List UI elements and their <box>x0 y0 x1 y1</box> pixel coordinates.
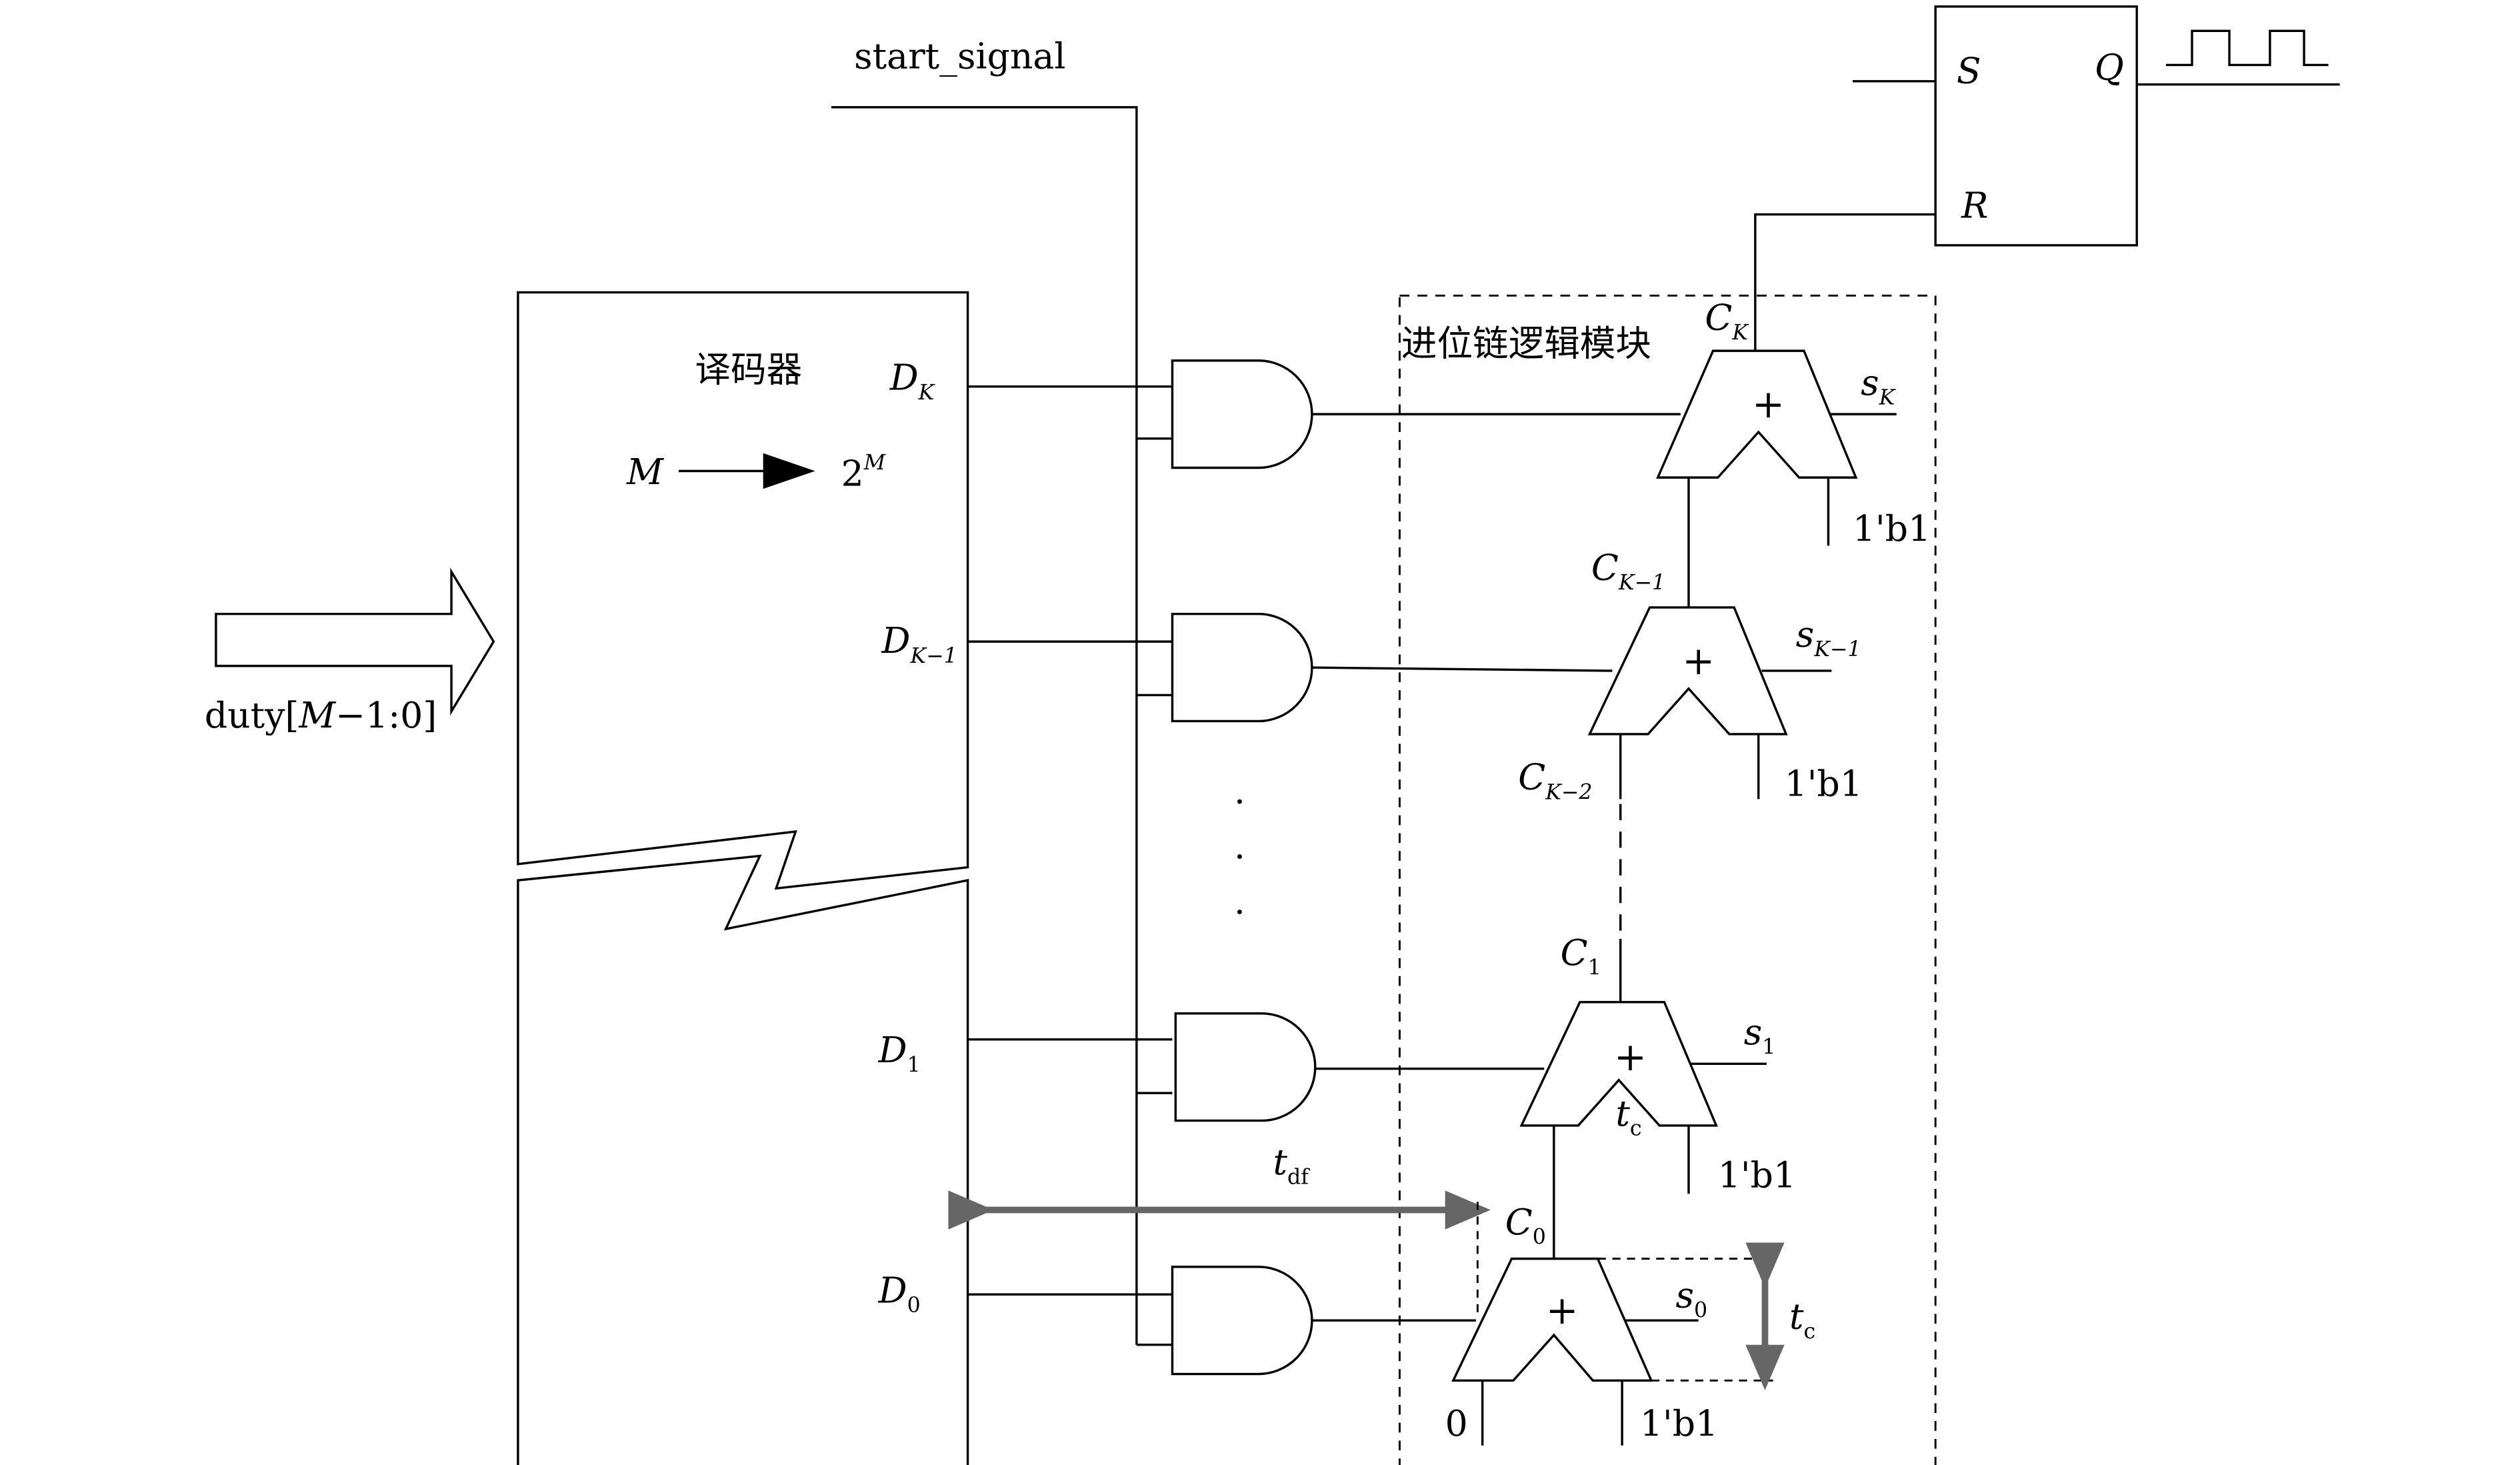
const-input-wires <box>1621 477 1830 1446</box>
adder-k <box>1656 349 1858 479</box>
and-gate-k-1 <box>1171 612 1313 723</box>
start-signal-label: start_signal <box>854 35 1065 77</box>
input-bus-arrow <box>215 567 495 715</box>
decoder-map-arrowhead <box>763 453 815 489</box>
and-output-wires <box>1311 413 1681 1322</box>
carry-label-ck: CK <box>1705 296 1749 345</box>
carry-label-c1: C1 <box>1561 932 1601 980</box>
sum-label-sk: sK <box>1861 361 1897 410</box>
sr-latch-s-label: S <box>1957 49 1981 91</box>
input-bus-label: duty[M−1:0] <box>205 694 437 736</box>
decoder-title: 译码器 <box>695 348 802 390</box>
decoder-output-d0: D0 <box>878 1269 921 1318</box>
ellipsis-dot-2: · <box>1234 836 1245 878</box>
adder-0-plus: + <box>1546 1288 1579 1333</box>
and-gate-0 <box>1171 1266 1313 1376</box>
tdf-label: tdf <box>1273 1141 1310 1190</box>
decoder-output-dk-1: DK−1 <box>881 619 957 668</box>
const-label-k: 1'b1 <box>1853 507 1931 549</box>
sr-latch-r-label: R <box>1961 184 1988 226</box>
carry-chain-wires <box>1481 213 1936 1446</box>
and-gate-k <box>1171 359 1313 469</box>
carry-label-c0: C0 <box>1505 1201 1546 1250</box>
const-label-0: 1'b1 <box>1640 1402 1718 1444</box>
zero-input-label: 0 <box>1445 1402 1468 1444</box>
sum-label-sk-1: sK−1 <box>1796 613 1861 661</box>
pwm-waveform <box>2166 29 2329 67</box>
adder-0 <box>1451 1257 1653 1382</box>
sum-output-wires <box>1625 413 1897 1322</box>
carry-label-ck-1: CK−1 <box>1591 547 1665 595</box>
and-gate-1 <box>1174 1012 1317 1122</box>
decoder-map-left: M <box>626 451 664 493</box>
tc-label-outer: tc <box>1789 1295 1815 1344</box>
decoder-output-wires <box>967 385 1173 1296</box>
tc-label-inner: tc <box>1615 1092 1641 1141</box>
adder-k-1 <box>1587 606 1788 736</box>
sr-latch-q-label: Q <box>2095 46 2124 88</box>
carry-chain-boundary <box>1398 294 1937 1465</box>
const-label-k-1: 1'b1 <box>1785 762 1863 804</box>
decoder-lower-part <box>517 854 969 1465</box>
ellipsis-dot-1: · <box>1234 780 1245 822</box>
sum-label-s0: s0 <box>1676 1274 1708 1323</box>
adder-k-plus: + <box>1752 381 1785 427</box>
decoder-output-d1: D1 <box>878 1029 921 1078</box>
decoder-block <box>517 291 969 1465</box>
carry-chain-title: 进位链逻辑模块 <box>1401 322 1651 364</box>
start-signal-branches <box>1136 437 1173 1346</box>
adder-1-plus: + <box>1614 1034 1647 1080</box>
decoder-map-right: 2M <box>841 451 887 494</box>
sum-label-s1: s1 <box>1744 1011 1776 1060</box>
start-signal-wire <box>831 106 1138 1345</box>
carry-label-ck-2: CK−2 <box>1518 756 1592 805</box>
decoder-upper-part <box>517 291 969 890</box>
decoder-output-dk: DK <box>889 357 936 405</box>
adder-k-1-plus: + <box>1682 638 1715 683</box>
const-label-1: 1'b1 <box>1718 1154 1796 1196</box>
sr-latch <box>1934 5 2138 247</box>
ellipsis-dot-3: · <box>1234 891 1245 933</box>
adder-1 <box>1519 1001 1718 1127</box>
